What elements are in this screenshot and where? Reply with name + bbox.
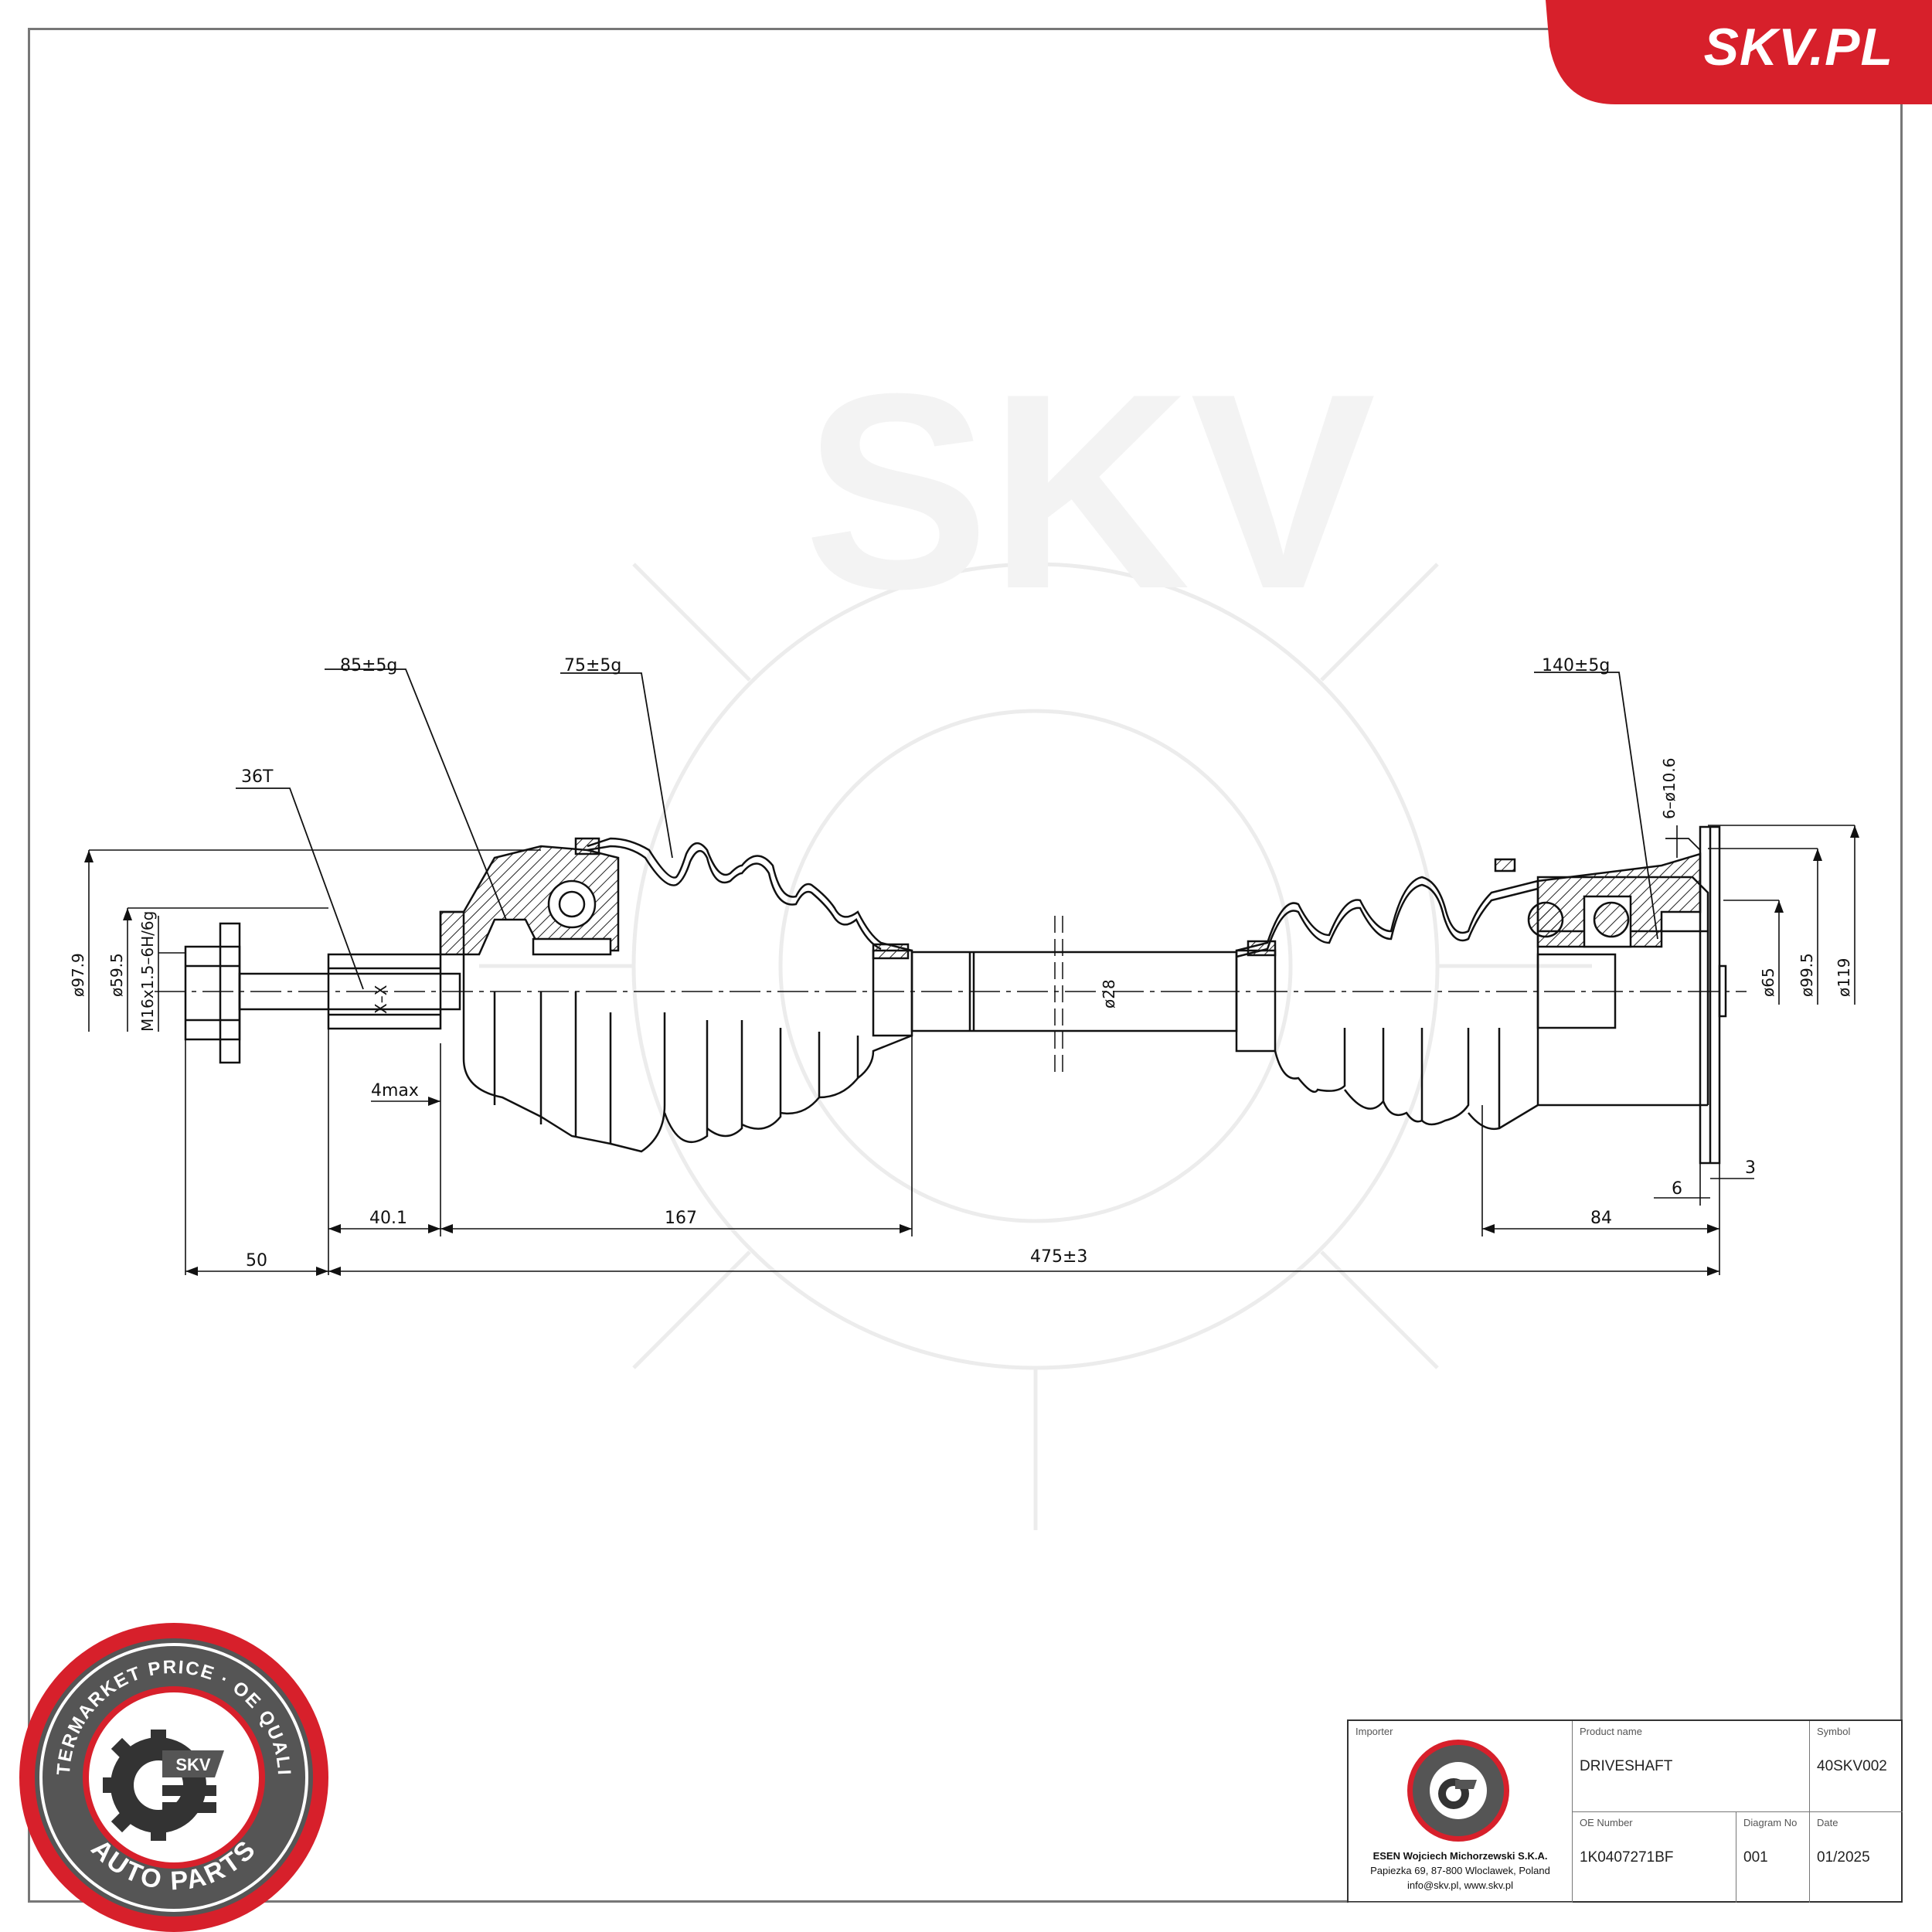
- label-6: 6: [1672, 1179, 1682, 1199]
- importer-cell: Importer ESEN Wojciech Michorzewski S.K.…: [1349, 1721, 1573, 1903]
- importer-address-block: ESEN Wojciech Michorzewski S.K.A. Papiez…: [1349, 1849, 1572, 1893]
- label-475: 475±3: [1030, 1247, 1087, 1267]
- label-36T: 36T: [241, 767, 274, 787]
- symbol-cell: Symbol 40SKV002: [1810, 1721, 1903, 1812]
- importer-address: Papiezka 69, 87-800 Wloclawek, Poland: [1370, 1865, 1550, 1876]
- product-cell: Product name DRIVESHAFT: [1573, 1721, 1810, 1812]
- date-cell: Date 01/2025: [1810, 1812, 1903, 1903]
- label-3: 3: [1745, 1158, 1756, 1178]
- label-dia-99-5: ø99.5: [1798, 953, 1816, 997]
- outer-stub-axle: [327, 953, 442, 1030]
- label-4max: 4max: [371, 1081, 419, 1100]
- oe-number: 1K0407271BF: [1580, 1849, 1674, 1866]
- label-dia-28: ø28: [1100, 979, 1118, 1009]
- badge-center-text: SKV: [175, 1755, 211, 1774]
- skv-badge-logo: AFTERMARKET PRICE · OE QUALITY AUTO PART…: [0, 1600, 328, 1932]
- product-caption: Product name: [1580, 1726, 1642, 1737]
- label-84: 84: [1590, 1209, 1612, 1228]
- label-dia-97-9: ø97.9: [69, 953, 87, 997]
- diagram-cell: Diagram No 001: [1736, 1812, 1810, 1903]
- label-75g: 75±5g: [564, 656, 621, 675]
- diagram-number: 001: [1743, 1849, 1768, 1866]
- label-40-1: 40.1: [369, 1209, 407, 1228]
- outer-boot-lower: [610, 1012, 913, 1153]
- inner-boot-lower: [1274, 1028, 1708, 1131]
- symbol-value: 40SKV002: [1817, 1758, 1887, 1774]
- label-85g: 85±5g: [340, 656, 397, 675]
- leader-85g: [325, 668, 507, 920]
- symbol-caption: Symbol: [1817, 1726, 1851, 1737]
- title-block: Importer ESEN Wojciech Michorzewski S.K.…: [1347, 1719, 1903, 1903]
- label-thread: M16x1.5–6H/6g: [138, 911, 157, 1032]
- diagram-caption: Diagram No: [1743, 1817, 1798, 1828]
- bolt-head: [184, 945, 241, 1041]
- oe-caption: OE Number: [1580, 1817, 1633, 1828]
- label-50: 50: [246, 1251, 267, 1270]
- bolt-shank: [238, 972, 461, 1011]
- outer-joint-housing-lower: [439, 910, 612, 1145]
- brand-site-text[interactable]: SKV.PL: [1703, 18, 1893, 77]
- product-name: DRIVESHAFT: [1580, 1758, 1673, 1774]
- importer-contact[interactable]: info@skv.pl, www.skv.pl: [1407, 1879, 1513, 1891]
- brand-banner: SKV.PL: [1546, 0, 1932, 104]
- label-section-xx: X–X: [372, 985, 390, 1014]
- importer-logo: [1407, 1740, 1509, 1842]
- watermark-text: SKV: [804, 336, 1377, 647]
- label-140g: 140±5g: [1542, 656, 1610, 675]
- date-caption: Date: [1817, 1817, 1838, 1828]
- brand-banner-shape: [1546, 0, 1932, 104]
- outer-boot-upper: [587, 837, 913, 952]
- importer-caption: Importer: [1355, 1726, 1393, 1737]
- date-value: 01/2025: [1817, 1849, 1870, 1866]
- label-holes: 6–ø10.6: [1660, 758, 1679, 820]
- leader-36T: [236, 787, 364, 990]
- leader-75g: [560, 672, 673, 859]
- label-167: 167: [665, 1209, 697, 1228]
- drawing-frame: [28, 28, 1903, 1903]
- leader-holes: [1665, 838, 1701, 851]
- inner-boot-upper: [1236, 876, 1539, 952]
- leader-140g: [1534, 672, 1658, 940]
- oe-cell: OE Number 1K0407271BF: [1573, 1812, 1736, 1903]
- label-dia-59-5: ø59.5: [107, 953, 126, 997]
- label-dia-119: ø119: [1835, 958, 1853, 997]
- importer-name: ESEN Wojciech Michorzewski S.K.A.: [1372, 1850, 1548, 1862]
- label-dia-65: ø65: [1759, 968, 1777, 997]
